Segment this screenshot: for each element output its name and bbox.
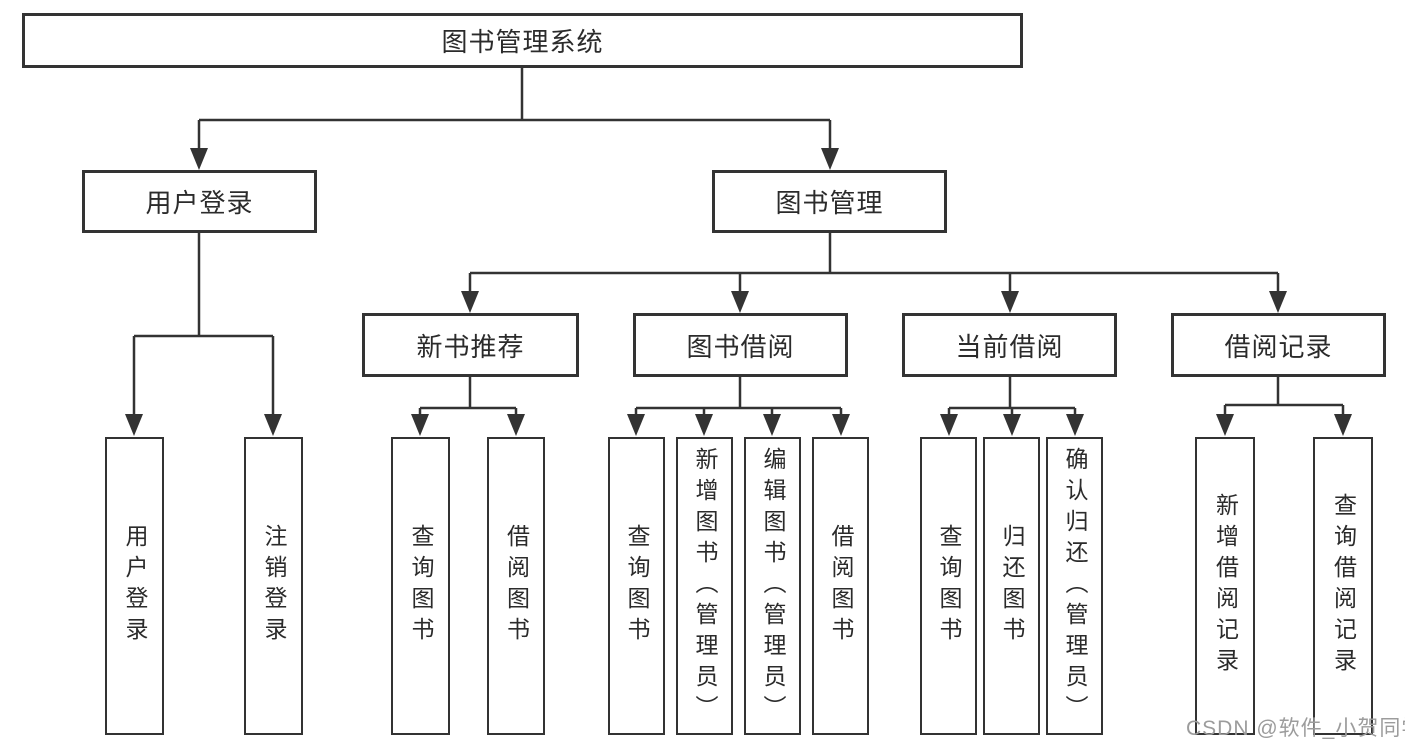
leaf-label: 查询借阅记录 [1330, 493, 1357, 679]
node-label: 当前借阅 [955, 331, 1064, 362]
node-new-book-recommendation: 新书推荐 [362, 313, 579, 377]
leaf-borrow-books-newbook: 借阅图书 [487, 437, 545, 735]
node-current-borrowing: 当前借阅 [902, 313, 1117, 377]
leaf-return-books: 归还图书 [983, 437, 1040, 735]
leaf-label: 查询图书 [408, 524, 434, 648]
node-label: 图书管理系统 [441, 27, 604, 57]
node-borrowing-records: 借阅记录 [1171, 313, 1386, 377]
connector-root-to-level2 [197, 68, 832, 150]
connector-borrow-to-leaves [634, 377, 843, 414]
leaf-label: 新增图书（管理员） [692, 446, 718, 726]
node-user-login: 用户登录 [82, 170, 317, 233]
leaf-query-borrow-record: 查询借阅记录 [1313, 437, 1373, 735]
leaf-label: 新增借阅记录 [1212, 493, 1239, 679]
leaf-edit-books-admin: 编辑图书（管理员） [744, 437, 801, 735]
arrowheads [125, 148, 1352, 436]
leaf-label: 确认归还（管理员） [1062, 446, 1088, 726]
leaf-label: 借阅图书 [503, 524, 530, 648]
connector-current-to-leaves [947, 377, 1077, 414]
node-book-management: 图书管理 [712, 170, 947, 233]
leaf-query-books-newbook: 查询图书 [391, 437, 450, 735]
leaf-label: 注销登录 [261, 524, 287, 648]
node-label: 借阅记录 [1224, 331, 1333, 362]
leaf-label: 编辑图书（管理员） [760, 446, 786, 726]
leaf-label: 查询图书 [624, 524, 650, 648]
leaf-borrow-books-borrowing: 借阅图书 [812, 437, 869, 735]
node-library-management-system: 图书管理系统 [22, 13, 1023, 68]
leaf-label: 借阅图书 [828, 524, 854, 648]
leaf-query-books-borrowing: 查询图书 [608, 437, 665, 735]
leaf-user-login: 用户登录 [105, 437, 164, 735]
connector-record-to-leaves [1223, 377, 1345, 414]
leaf-label: 用户登录 [122, 524, 148, 648]
connector-newbook-to-leaves [418, 377, 518, 414]
node-book-borrowing: 图书借阅 [633, 313, 848, 377]
connector-bookmgmt-to-level3 [468, 233, 1280, 293]
node-label: 用户登录 [145, 188, 254, 218]
node-label: 图书管理 [775, 188, 884, 218]
leaf-query-books-current: 查询图书 [920, 437, 977, 735]
node-label: 图书借阅 [686, 331, 795, 362]
node-label: 新书推荐 [416, 331, 525, 362]
leaf-add-books-admin: 新增图书（管理员） [676, 437, 733, 735]
leaf-label: 归还图书 [999, 524, 1025, 648]
leaf-add-borrow-record: 新增借阅记录 [1195, 437, 1255, 735]
connector-login-to-leaves [132, 233, 275, 414]
leaf-logout: 注销登录 [244, 437, 303, 735]
leaf-label: 查询图书 [936, 524, 962, 648]
leaf-confirm-return-admin: 确认归还（管理员） [1046, 437, 1103, 735]
csdn-watermark: CSDN @软件_小贺同学 [1186, 717, 1405, 740]
